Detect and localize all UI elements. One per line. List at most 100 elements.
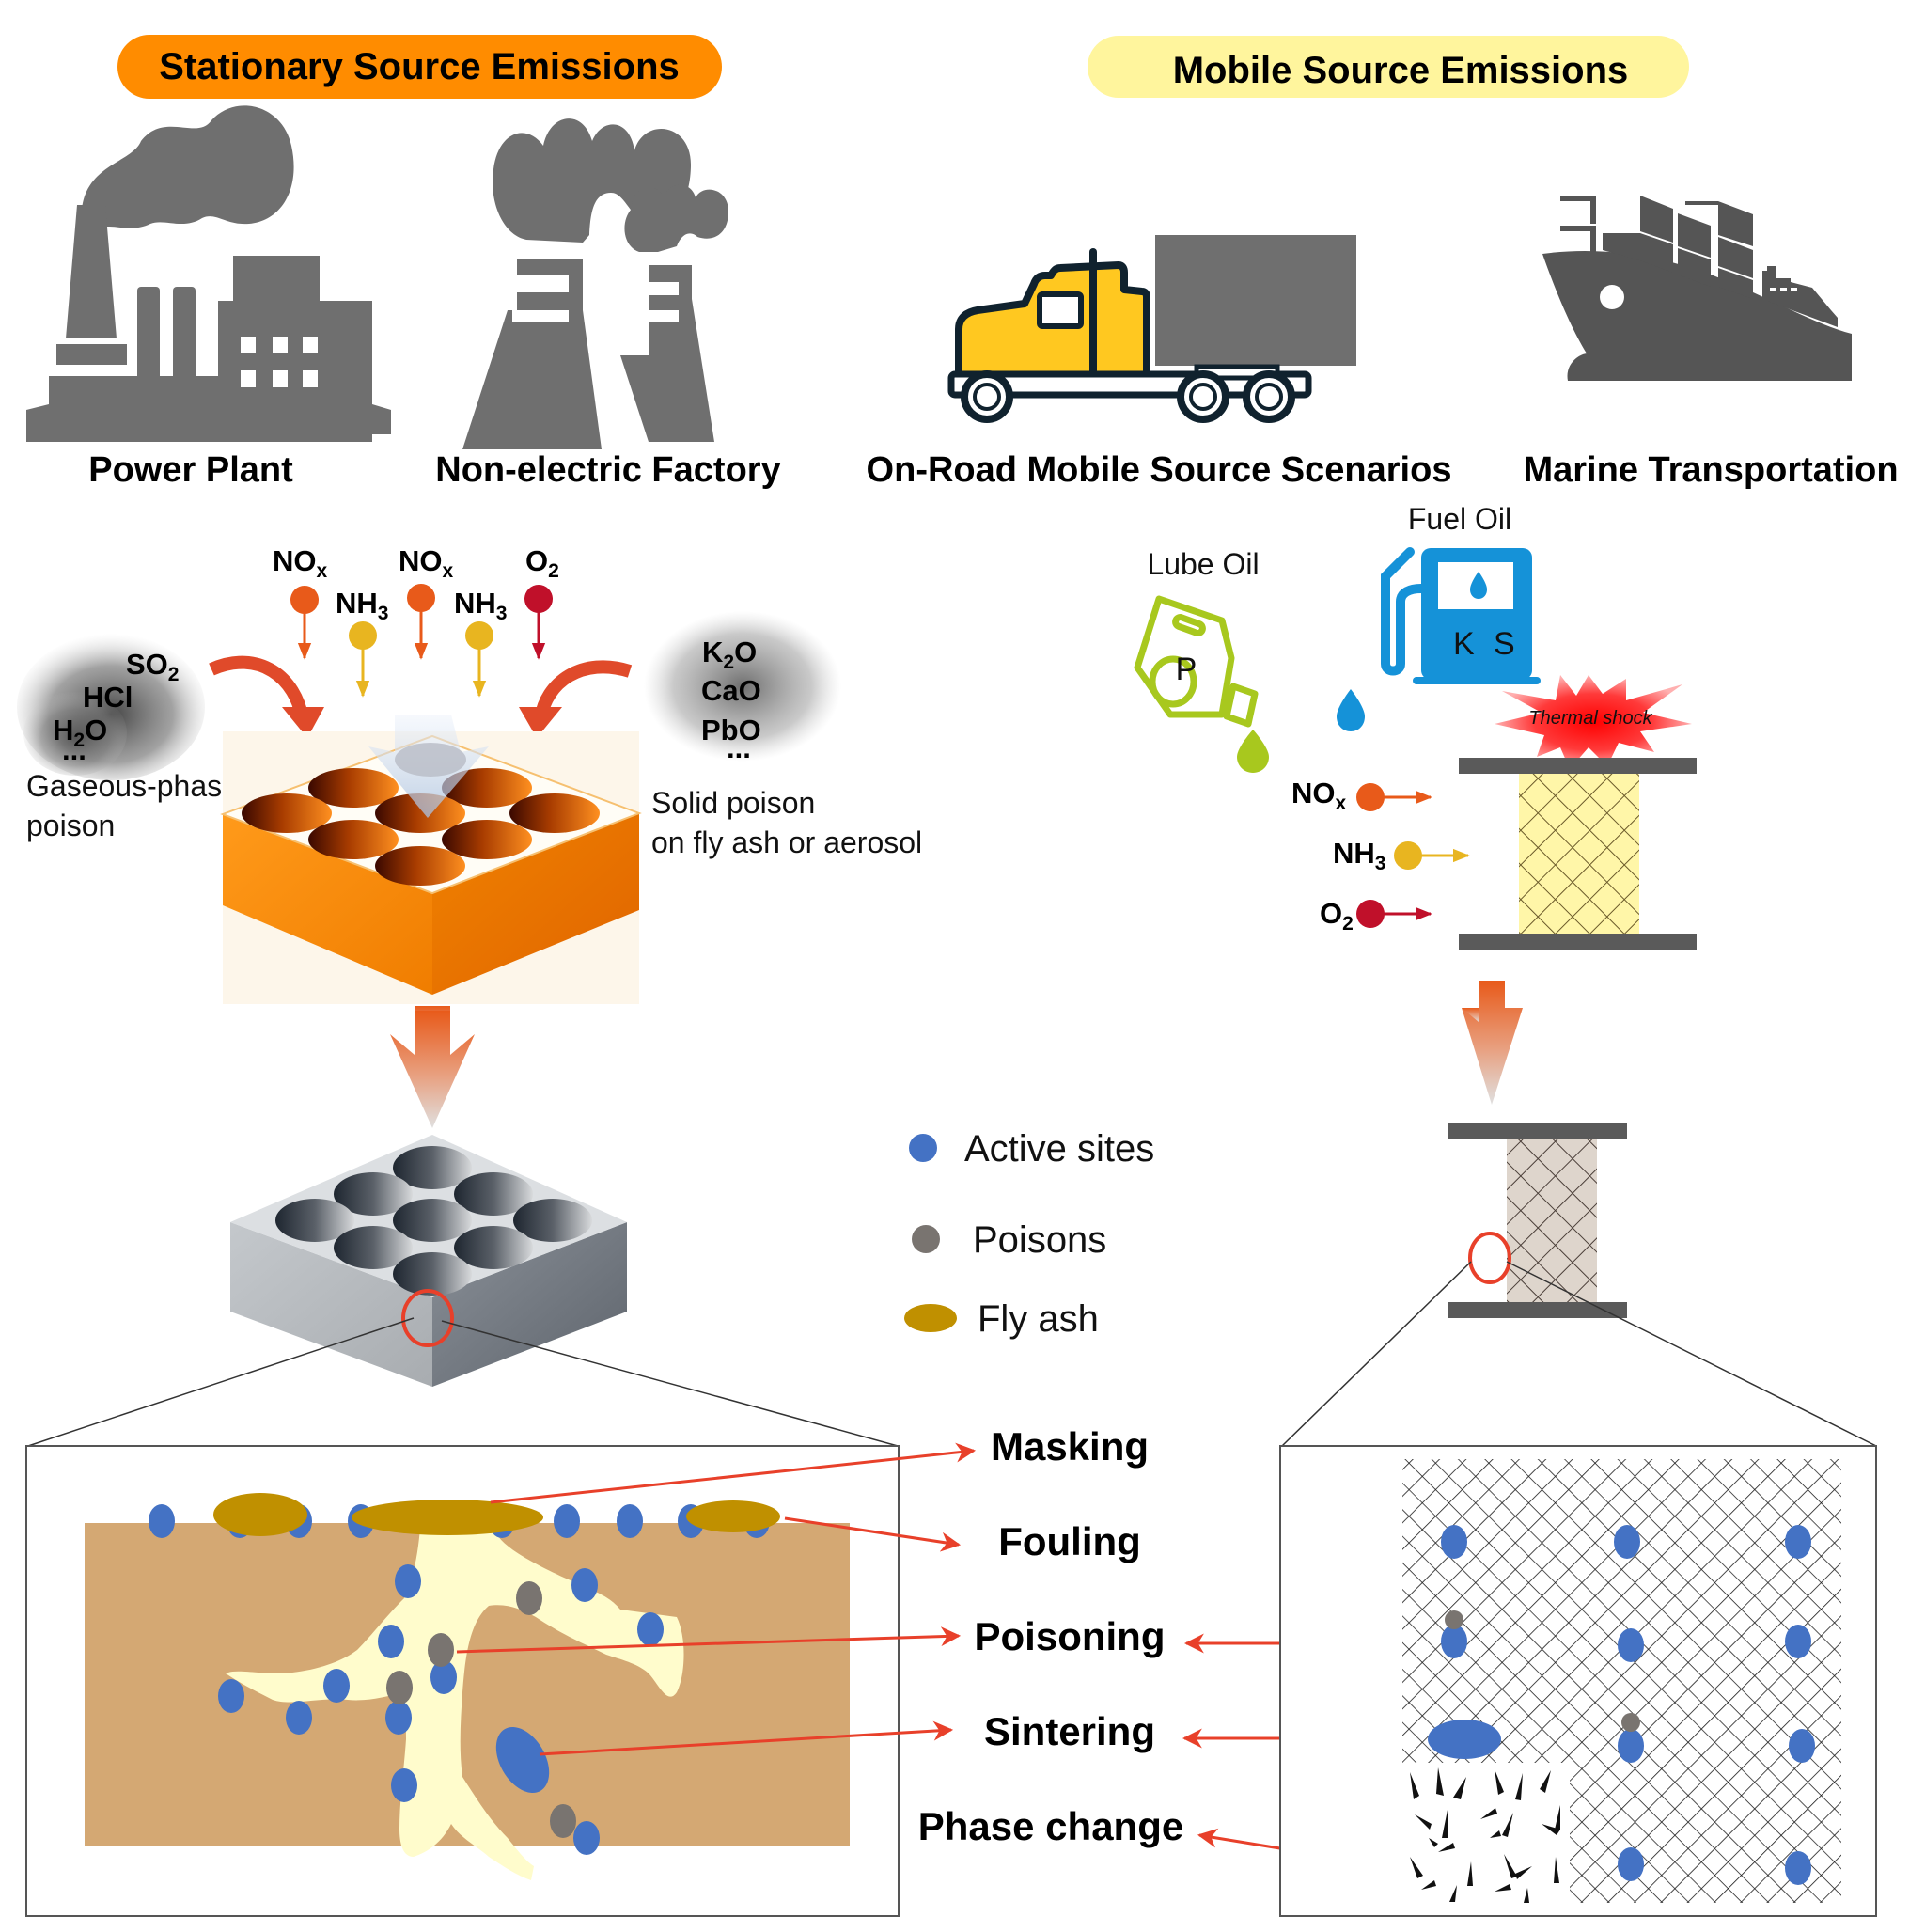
gas-species-so2: SO2: [126, 648, 179, 685]
mesh-poison-sites: [1445, 1610, 1640, 1732]
deactivated-honeycomb-catalyst: [230, 1135, 627, 1387]
truck-icon: [947, 235, 1356, 423]
pointer-masking: [490, 1442, 977, 1504]
factory-icon: [462, 118, 728, 449]
phase-change-region: [1402, 1763, 1570, 1903]
grey-block-right-face: [432, 1222, 627, 1387]
molecule-dot: [349, 621, 377, 650]
legend-swatch: [912, 1225, 940, 1253]
zoom-guide-line: [441, 1320, 899, 1447]
deactivated-mobile-reactor: [1448, 1123, 1627, 1318]
reactant-formula: NH: [336, 587, 378, 620]
svg-text:NH3: NH3: [454, 587, 507, 624]
zoom-guide-line: [1506, 1261, 1877, 1447]
mechanism-masking: Masking: [991, 1424, 1149, 1469]
svg-text:NOx: NOx: [273, 544, 328, 582]
gas-poison-arrowhead: [282, 707, 324, 738]
reactant-subscript: x: [443, 560, 454, 582]
reactant-formula: NO: [399, 544, 443, 577]
gaseous-poison-label-2: poison: [26, 809, 115, 842]
mechanism-poisoning: Poisoning: [975, 1614, 1166, 1658]
fuel-pump-icon: K S: [1381, 547, 1541, 684]
mechanism-phase-change: Phase change: [918, 1804, 1183, 1848]
power-plant-label: Power Plant: [88, 450, 293, 490]
fuel-element-s: S: [1494, 626, 1515, 662]
molecule-dot: [524, 585, 553, 613]
block-left-face: [223, 814, 432, 995]
power-plant-icon: [26, 105, 391, 442]
deactivation-mechanisms: Masking Fouling Poisoning Sintering Phas…: [918, 1424, 1183, 1848]
stationary-header-pill: [117, 35, 722, 99]
zoom-highlight-circle: [1468, 1232, 1511, 1284]
gas-species-h2o: H2O: [53, 714, 107, 751]
gas-species-hcl: HCl: [83, 681, 133, 714]
gaseous-poison-label-1: Gaseous-phase: [26, 769, 239, 803]
legend-item-fly-ash: Fly ash: [904, 1298, 1099, 1340]
thermal-shock-label: Thermal shock: [1528, 708, 1652, 729]
legend: Active sites Poisons Fly ash: [904, 1128, 1154, 1340]
mobile-header: Mobile Source Emissions: [1088, 36, 1689, 98]
sintered-site: [1428, 1720, 1501, 1759]
mechanism-fouling: Fouling: [998, 1519, 1141, 1563]
reactant-subscript: 3: [1375, 853, 1386, 874]
starburst-shape: [1495, 675, 1692, 769]
svg-text:NH3: NH3: [1333, 837, 1385, 874]
mobile-header-pill: [1088, 36, 1689, 98]
legend-label: Active sites: [964, 1128, 1154, 1170]
reactor-top-plate: [1448, 1123, 1627, 1139]
solid-species-pbo: PbO: [701, 714, 761, 746]
reactant-nox-2: NOx: [399, 544, 454, 660]
grey-block-left-face: [230, 1222, 432, 1387]
stationary-header: Stationary Source Emissions: [117, 35, 722, 99]
reactant-formula: NH: [454, 587, 496, 620]
reactant-nh3-2: NH3: [454, 587, 507, 698]
fuel-oil-drop-icon: [1337, 689, 1365, 731]
reactant-nh3-1: NH3: [336, 587, 388, 698]
solid-poison-label-1: Solid poison: [651, 786, 815, 820]
reactor-bottom-plate: [1459, 934, 1697, 950]
reactor-mesh: [1519, 774, 1639, 934]
legend-swatch: [904, 1304, 957, 1332]
gaseous-poison-cloud: SO2 HCl H2O ... Gaseous-phase poison: [17, 634, 239, 842]
legend-item-active-sites: Active sites: [909, 1128, 1154, 1170]
svg-text:NH3: NH3: [336, 587, 388, 624]
zoom-guide-line: [1281, 1261, 1472, 1447]
molecule-dot: [290, 586, 319, 614]
reactant-subscript: x: [317, 560, 328, 582]
reactor-top-plate: [1459, 758, 1697, 774]
mobile-zoom-panel: [1279, 1445, 1877, 1917]
solid-poison-dust: K2O CaO PbO ... Solid poison on fly ash …: [644, 611, 922, 859]
solid-species-k2o: K2O: [702, 636, 757, 673]
zoom-guide-line: [27, 1317, 415, 1447]
solid-species-cao: CaO: [701, 674, 761, 707]
reactant-o2: O2: [524, 544, 559, 660]
molecule-dot: [465, 621, 493, 650]
reactant-formula: O: [525, 544, 548, 577]
reactor-bottom-plate: [1448, 1302, 1627, 1318]
honeycomb-channels: [242, 768, 600, 886]
pore-channel: [226, 1528, 684, 1880]
pointer-poisoning: [456, 1626, 962, 1654]
marine-label: Marine Transportation: [1523, 450, 1898, 490]
ship-icon: [1542, 196, 1852, 381]
fresh-mobile-reactor: [1459, 758, 1697, 950]
mobile-reactant-nox: NOx: [1291, 777, 1432, 814]
reactant-formula: NH: [1333, 837, 1375, 870]
stationary-header-text: Stationary Source Emissions: [159, 46, 680, 87]
reactant-formula: NO: [273, 544, 317, 577]
fuel-element-k: K: [1453, 626, 1475, 662]
legend-swatch: [909, 1134, 937, 1162]
on-road-label: On-Road Mobile Source Scenarios: [867, 450, 1452, 490]
lube-oil-drop-icon: [1237, 730, 1269, 773]
left-pointer-arrows: [456, 1442, 977, 1756]
stationary-reactants: NOx NH3 NOx NH3 O2: [273, 544, 559, 698]
dust-shape: [644, 611, 841, 762]
mechanism-sintering: Sintering: [984, 1709, 1155, 1753]
gas-ellipsis: ...: [62, 733, 86, 766]
pointer-sintering: [539, 1720, 954, 1756]
molecule-dot: [407, 584, 435, 612]
legend-item-poisons: Poisons: [912, 1219, 1106, 1261]
mobile-reactant-o2: O2: [1320, 897, 1432, 935]
fuel-oil-label: Fuel Oil: [1408, 502, 1511, 536]
left-transition-arrow: [390, 1006, 475, 1128]
